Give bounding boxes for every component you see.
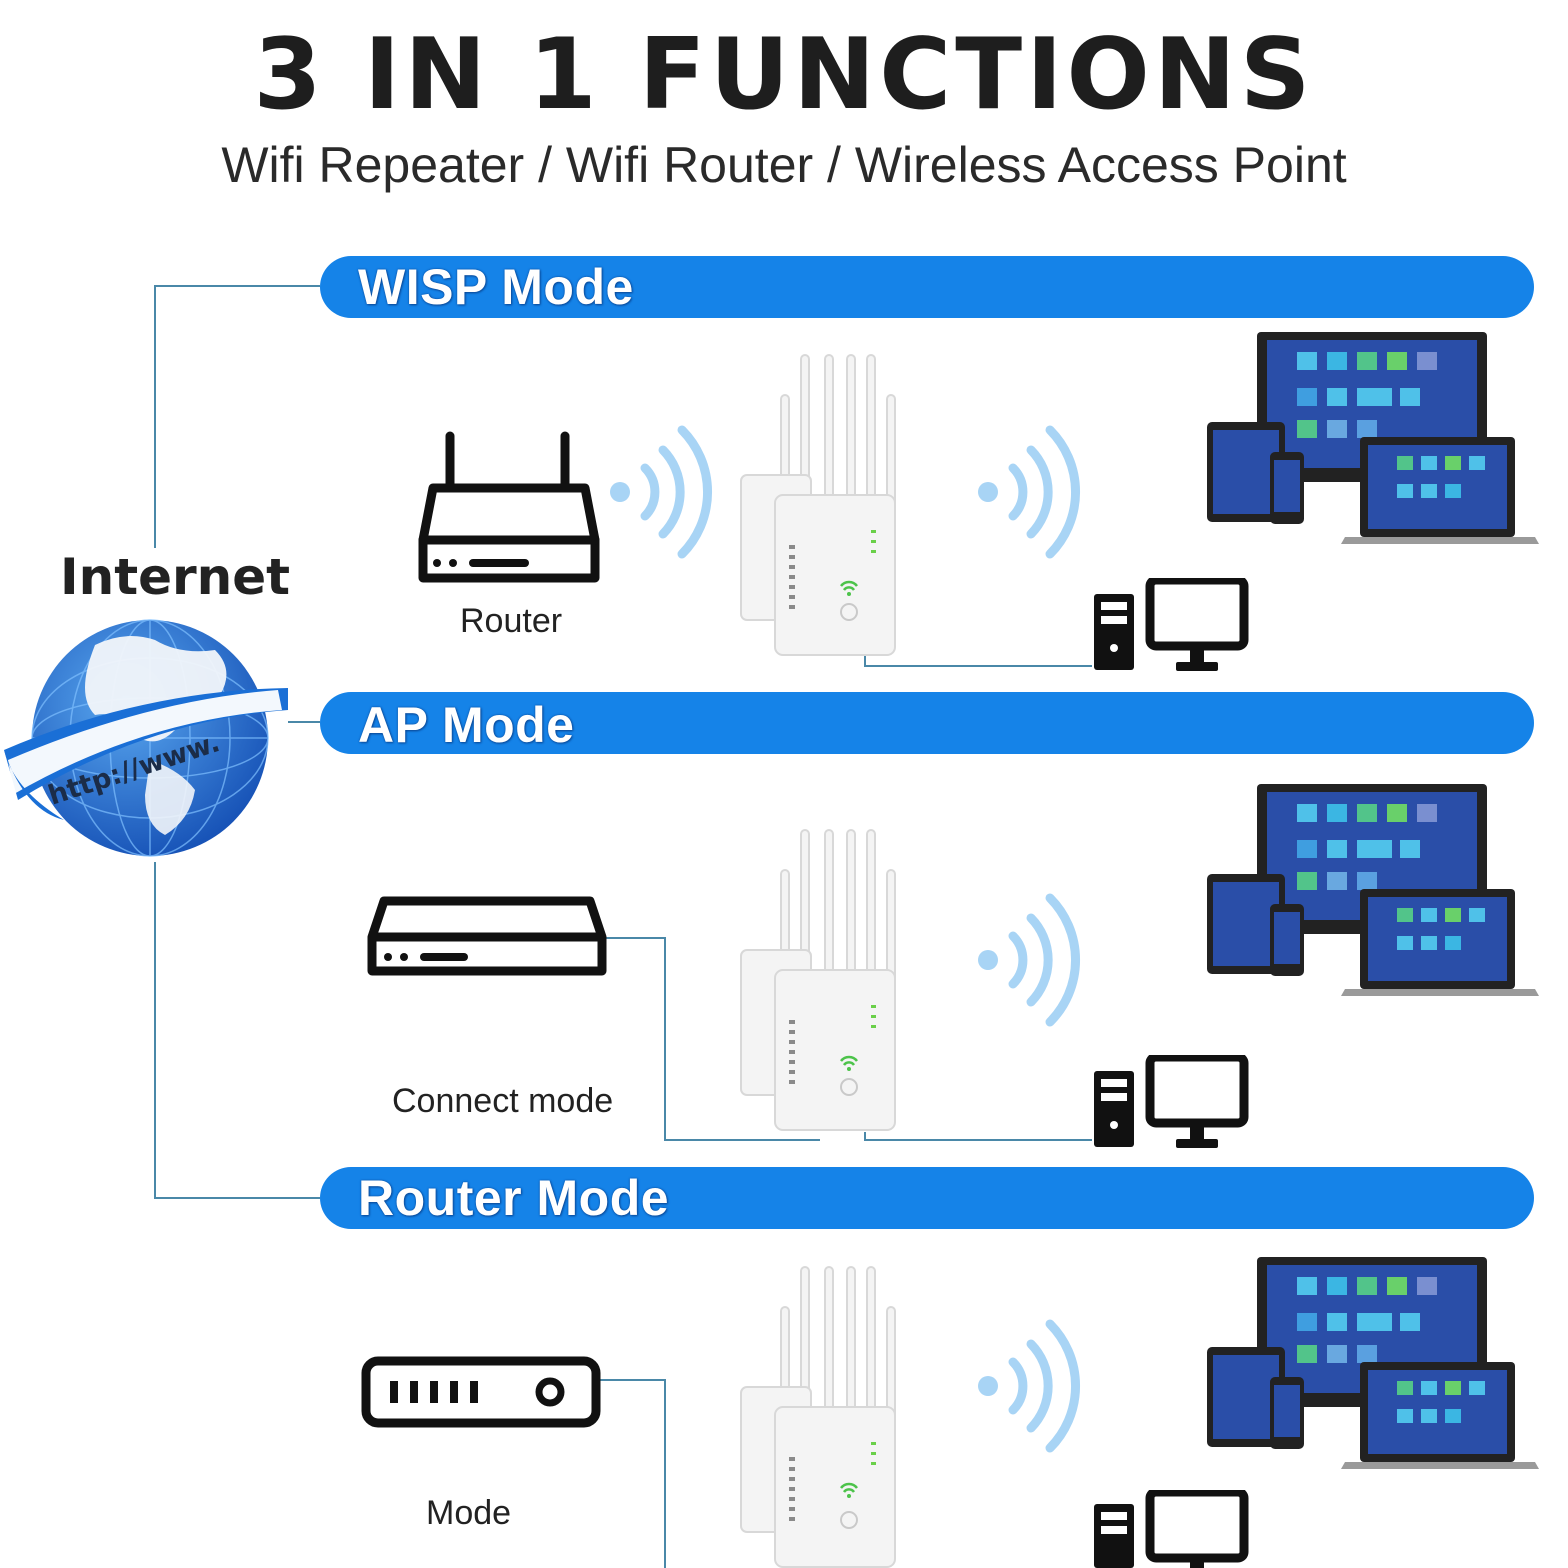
page-subtitle: Wifi Repeater / Wifi Router / Wireless A…: [221, 137, 1347, 193]
banner-ap-mode-label: AP Mode: [358, 697, 575, 753]
globe-icon: http://www.: [4, 619, 288, 857]
switch-icon: [367, 896, 607, 976]
client-devices-icon: [1207, 1257, 1539, 1469]
desktop-pc-icon: [1094, 578, 1249, 671]
modem-icon: [361, 1356, 601, 1428]
line-ap-pc: [864, 1132, 1092, 1141]
banner-wisp-mode-label: WISP Mode: [358, 259, 634, 315]
wifi-wave-icon: [610, 425, 713, 559]
desktop-pc-icon: [1094, 1490, 1249, 1568]
banner-ap-mode: [320, 692, 1534, 754]
line-internet-router: [154, 862, 320, 1199]
client-devices-icon: [1207, 332, 1539, 544]
client-devices-icon: [1207, 784, 1539, 996]
banner-router-mode-label: Router Mode: [358, 1170, 670, 1226]
repeater-device-icon: [740, 354, 896, 656]
source-label-ap: Connect mode: [392, 1082, 614, 1120]
page-title: 3 IN 1 FUNCTIONS: [253, 18, 1315, 132]
source-label-router: Mode: [426, 1494, 512, 1532]
line-ap-switch: [606, 937, 820, 1141]
internet-label: Internet: [60, 548, 291, 606]
router-icon: [418, 431, 600, 583]
line-router-modem: [598, 1379, 666, 1568]
repeater-device-icon: [740, 1266, 896, 1568]
wifi-wave-icon: [978, 425, 1081, 559]
line-wisp-pc: [864, 656, 1092, 667]
line-internet-wisp: [154, 285, 320, 548]
banner-router-mode: [320, 1167, 1534, 1229]
wifi-wave-icon: [978, 893, 1081, 1027]
desktop-pc-icon: [1094, 1055, 1249, 1148]
wifi-wave-icon: [978, 1319, 1081, 1453]
banner-wisp-mode: [320, 256, 1534, 318]
repeater-device-icon: [740, 829, 896, 1131]
source-label-wisp: Router: [460, 602, 563, 640]
